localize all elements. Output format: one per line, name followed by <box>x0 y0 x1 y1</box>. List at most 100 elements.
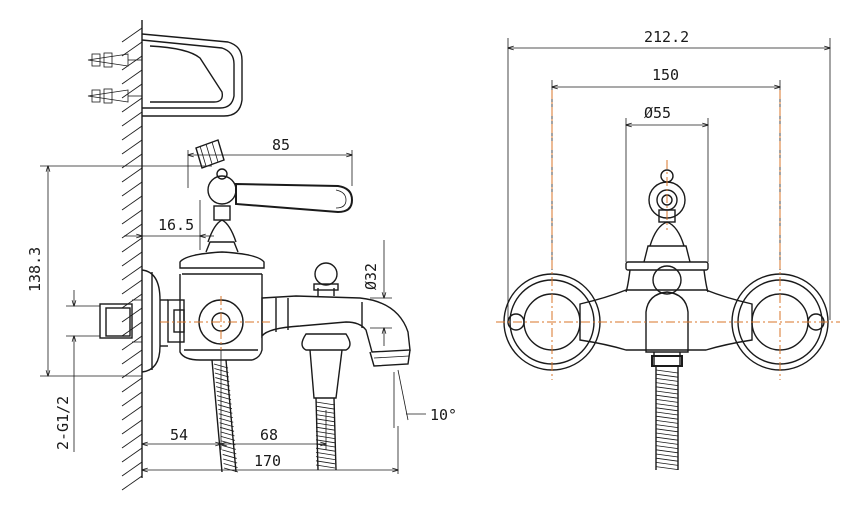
hatch-line <box>216 390 231 396</box>
hatch-line <box>121 475 143 491</box>
dim-spout-dia-label: Ø32 <box>362 263 380 290</box>
shower-hose-right <box>315 397 337 471</box>
hatch-line <box>655 373 679 378</box>
dim-55: Ø55 <box>626 104 708 262</box>
hatch-line <box>655 411 679 416</box>
hatch-line <box>223 463 238 468</box>
hatch-line <box>121 377 143 393</box>
hatch-line <box>655 424 679 428</box>
hatch-line <box>315 439 336 444</box>
hatch-line <box>121 181 143 197</box>
hatch-line <box>222 454 237 459</box>
hatch-line <box>215 377 230 382</box>
hatch-line <box>121 293 143 309</box>
hatch-line <box>219 426 235 432</box>
hatch-line <box>216 395 232 401</box>
dim-138-3: 138.3 <box>26 166 212 376</box>
hatch-line <box>655 445 679 449</box>
hatch-line <box>655 420 679 424</box>
dim-16-5-label: 16.5 <box>158 216 194 234</box>
dim-150-label: 150 <box>652 66 679 84</box>
wall <box>121 20 143 491</box>
hatch-line <box>315 431 336 435</box>
hatch-line <box>655 457 679 462</box>
hatch-line <box>315 452 336 456</box>
shower-hose-top <box>195 139 225 169</box>
hatch-line <box>223 458 238 464</box>
hatch-line <box>121 41 143 57</box>
dim-inlet-label: 2-G1/2 <box>54 396 72 450</box>
hatch-line <box>315 410 336 414</box>
hatch-line <box>315 443 336 448</box>
hatch-line <box>121 405 143 421</box>
hatch-line <box>655 441 679 445</box>
dim-170-label: 170 <box>254 452 281 470</box>
hatch-line <box>121 27 143 43</box>
hatch-line <box>219 422 234 428</box>
front-view: 212.2 150 Ø55 <box>496 28 840 470</box>
hatch-line <box>121 167 143 183</box>
hatch-line <box>315 456 336 460</box>
wall-bracket <box>87 33 243 117</box>
inlet-connector <box>99 299 142 343</box>
hatch-line <box>655 462 679 466</box>
hatch-line <box>655 466 679 470</box>
hatch-line <box>121 237 143 253</box>
dim-85: 85 <box>188 136 352 188</box>
hatch-line <box>655 432 679 437</box>
hatch-line <box>121 279 143 295</box>
hatch-line <box>121 461 143 477</box>
hatch-line <box>121 97 143 113</box>
hatch-line <box>315 414 336 418</box>
dim-inlet: 2-G1/2 <box>54 290 100 452</box>
hatch-line <box>214 368 229 373</box>
dim-spout-dia: Ø32 <box>362 240 392 346</box>
hatch-line <box>655 390 679 395</box>
hatch-line <box>655 386 679 391</box>
hatch-line <box>315 426 336 431</box>
hatch-line <box>655 436 679 441</box>
front-body <box>579 169 753 470</box>
hatch-line <box>121 349 143 365</box>
hatch-line <box>655 415 679 420</box>
hatch-line <box>655 407 679 412</box>
hatch-line <box>315 422 336 427</box>
dim-212-2: 212.2 <box>508 28 830 320</box>
hatch-line <box>220 435 236 441</box>
front-hose <box>655 369 679 470</box>
hatch-line <box>220 431 235 437</box>
hatch-line <box>315 460 336 465</box>
hatch-line <box>217 404 233 410</box>
hatch-line <box>655 378 679 382</box>
hatch-line <box>315 464 336 469</box>
hatch-line <box>215 381 230 387</box>
dim-55-label: Ø55 <box>644 104 671 122</box>
dim-68-label: 68 <box>260 426 278 444</box>
hatch-line <box>655 428 679 433</box>
hatch-line <box>315 435 336 439</box>
hatch-line <box>121 265 143 281</box>
hatch-line <box>121 139 143 155</box>
hatch-line <box>121 195 143 211</box>
hatch-line <box>315 405 336 410</box>
hatch-line <box>121 419 143 435</box>
hatch-line <box>121 433 143 449</box>
hatch-line <box>219 417 234 423</box>
hatch-line <box>655 394 679 399</box>
dim-212-2-label: 212.2 <box>644 28 689 46</box>
hatch-line <box>121 83 143 99</box>
hatch-line <box>315 418 336 423</box>
hatch-line <box>655 382 679 386</box>
hatch-line <box>655 399 679 403</box>
hatch-line <box>121 251 143 267</box>
hatch-line <box>121 55 143 71</box>
hatch-line <box>121 335 143 351</box>
dim-54-label: 54 <box>170 426 188 444</box>
hatch-line <box>655 403 679 407</box>
hatch-line <box>121 125 143 141</box>
dim-angle: 10° <box>393 369 457 428</box>
dim-138-3-label: 138.3 <box>26 247 44 292</box>
hatch-line <box>315 401 336 406</box>
hatch-line <box>121 111 143 127</box>
